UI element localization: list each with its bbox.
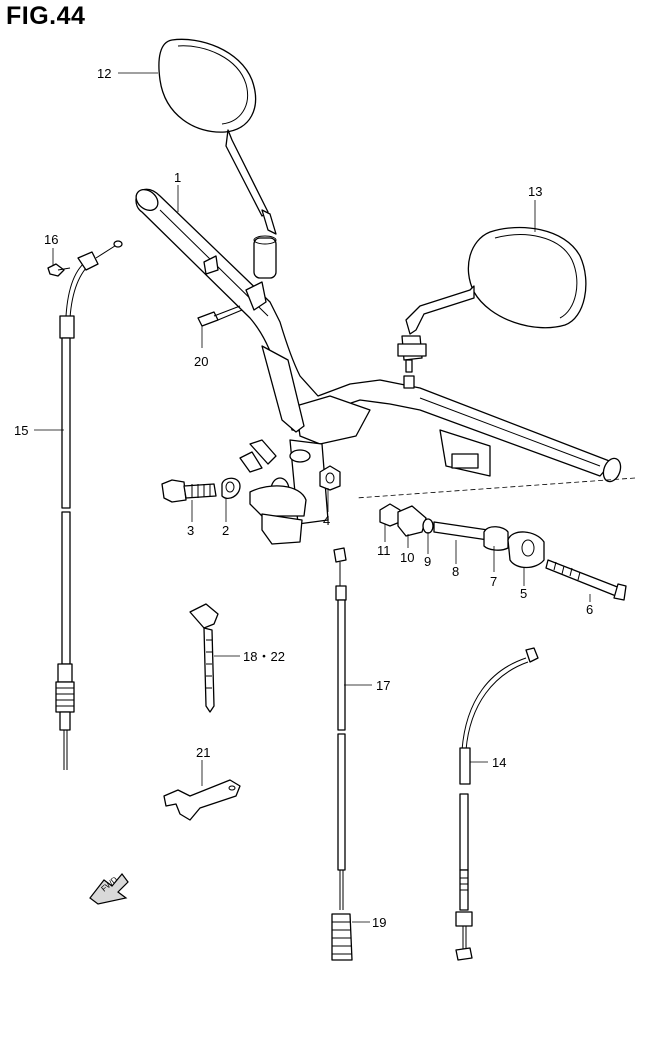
grip-parts xyxy=(379,503,627,601)
callout-11: 11 xyxy=(377,543,391,558)
callout-1: 1 xyxy=(174,170,181,185)
callout-19: 19 xyxy=(372,915,386,930)
bracket-21 xyxy=(163,779,241,821)
callout-2: 2 xyxy=(222,523,229,538)
screw-16 xyxy=(47,263,71,277)
callout-3: 3 xyxy=(187,523,194,538)
cable-17 xyxy=(331,547,353,961)
callout-15: 15 xyxy=(14,423,28,438)
callout-8: 8 xyxy=(452,564,459,579)
cable-15 xyxy=(55,240,123,770)
washer-2 xyxy=(221,477,241,500)
figure-title: FIG.44 xyxy=(6,2,86,30)
mirror-right xyxy=(397,226,587,373)
callout-14: 14 xyxy=(492,755,506,770)
callout-10: 10 xyxy=(400,550,414,565)
callout-18-22: 18・22 xyxy=(243,649,285,664)
callout-13: 13 xyxy=(528,184,542,199)
nut-4 xyxy=(319,465,341,491)
bolt-3 xyxy=(161,479,217,503)
leader-lines xyxy=(34,72,591,923)
callout-12: 12 xyxy=(97,66,111,81)
callout-7: 7 xyxy=(490,574,497,589)
handlebar xyxy=(135,188,622,545)
callout-4: 4 xyxy=(323,513,330,528)
callout-6: 6 xyxy=(586,602,593,617)
callout-9: 9 xyxy=(424,554,431,569)
callout-16: 16 xyxy=(44,232,58,247)
fwd-arrow-icon: FWD xyxy=(89,873,129,905)
callout-20: 20 xyxy=(194,354,208,369)
screw-20 xyxy=(197,305,243,327)
callouts: 12 1 13 16 20 15 3 2 4 11 10 9 8 7 5 6 1… xyxy=(14,66,593,930)
mirror-left xyxy=(158,38,277,279)
cable-tie xyxy=(189,603,219,713)
callout-21: 21 xyxy=(196,745,210,760)
callout-17: 17 xyxy=(376,678,390,693)
callout-5: 5 xyxy=(520,586,527,601)
cable-14 xyxy=(455,647,539,961)
